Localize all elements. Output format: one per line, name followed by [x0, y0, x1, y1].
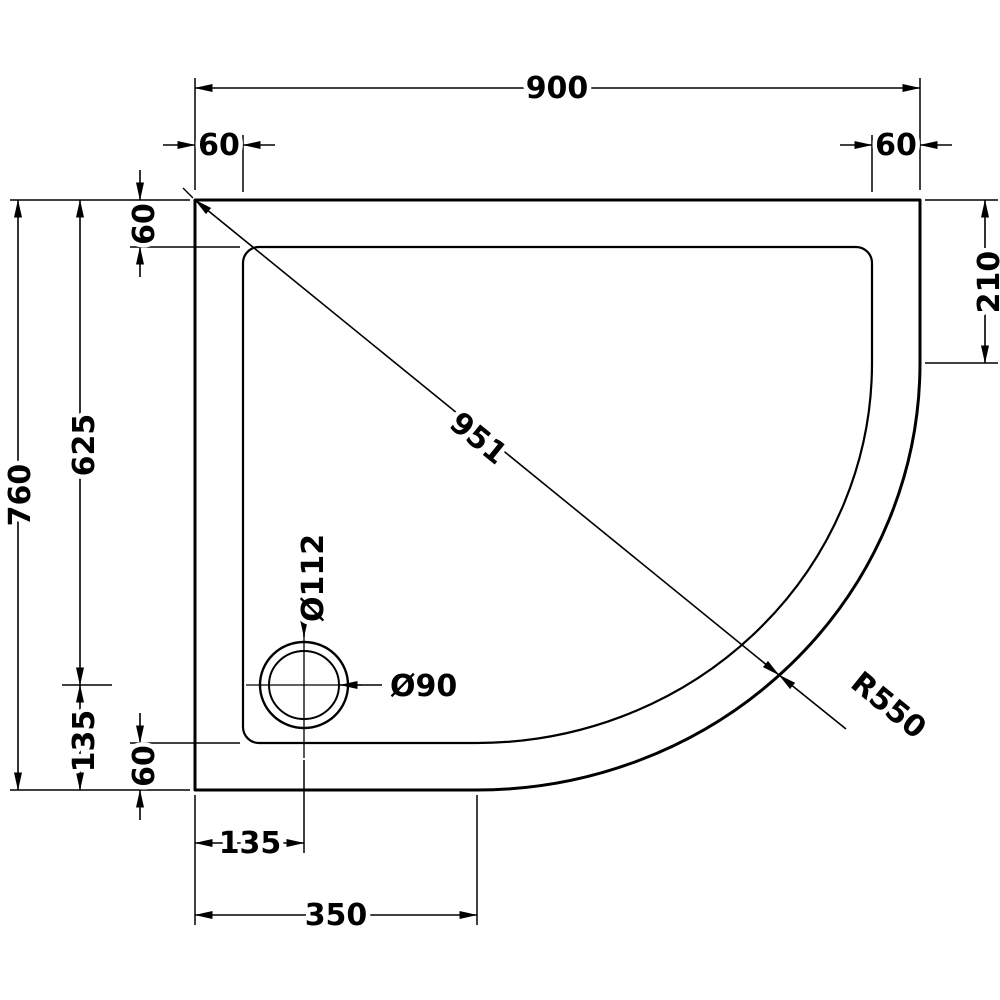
dim-overall-depth: 760 [0, 199, 190, 791]
dim-top-to-waste-centre: 625 [62, 199, 112, 686]
radius-leader-line [778, 674, 847, 730]
tray-outline-group [182, 187, 922, 792]
dim-waste-outer-diameter: Ø112 [292, 529, 336, 638]
dim-rim-top-right: 60 [840, 124, 952, 192]
dim-label-r550: R550 [844, 665, 933, 746]
dim-label-o90: Ø90 [390, 669, 457, 704]
dim-label-951: 951 [443, 405, 514, 472]
dim-diagonal: 951 [194, 199, 780, 676]
dim-label-760: 760 [3, 464, 38, 527]
dim-label-60-left-top: 60 [127, 203, 162, 245]
dim-label-135-left: 135 [67, 710, 102, 773]
tray-outer-edge [193, 198, 922, 792]
dim-label-210: 210 [972, 251, 1000, 314]
dim-waste-centre-to-bottom: 135 [63, 684, 107, 791]
dim-label-60-top-left: 60 [198, 128, 240, 163]
dim-label-o112: Ø112 [296, 534, 331, 622]
dim-label-60-left-bottom: 60 [127, 745, 162, 787]
dim-label-60-top-right: 60 [875, 128, 917, 163]
dim-rim-left-bottom: 60 [123, 713, 240, 820]
dim-curve-radius: R550 [778, 661, 937, 751]
dim-rim-top-left: 60 [163, 124, 275, 192]
dim-bottom-straight-edge: 350 [194, 795, 478, 938]
dim-label-900: 900 [526, 71, 589, 106]
tray-inner-rim [241, 245, 874, 745]
dim-label-135-bottom: 135 [219, 826, 282, 861]
dim-label-350: 350 [305, 898, 368, 933]
dim-waste-inner-diameter: Ø90 [339, 665, 462, 709]
dim-right-edge-to-curve: 210 [925, 199, 1000, 364]
dim-overall-width: 900 [194, 67, 921, 190]
dim-left-to-waste-centre: 135 [194, 760, 305, 925]
dim-label-625: 625 [67, 414, 102, 477]
diagonal-dimension-line [194, 199, 780, 676]
corner-tick [182, 187, 194, 199]
